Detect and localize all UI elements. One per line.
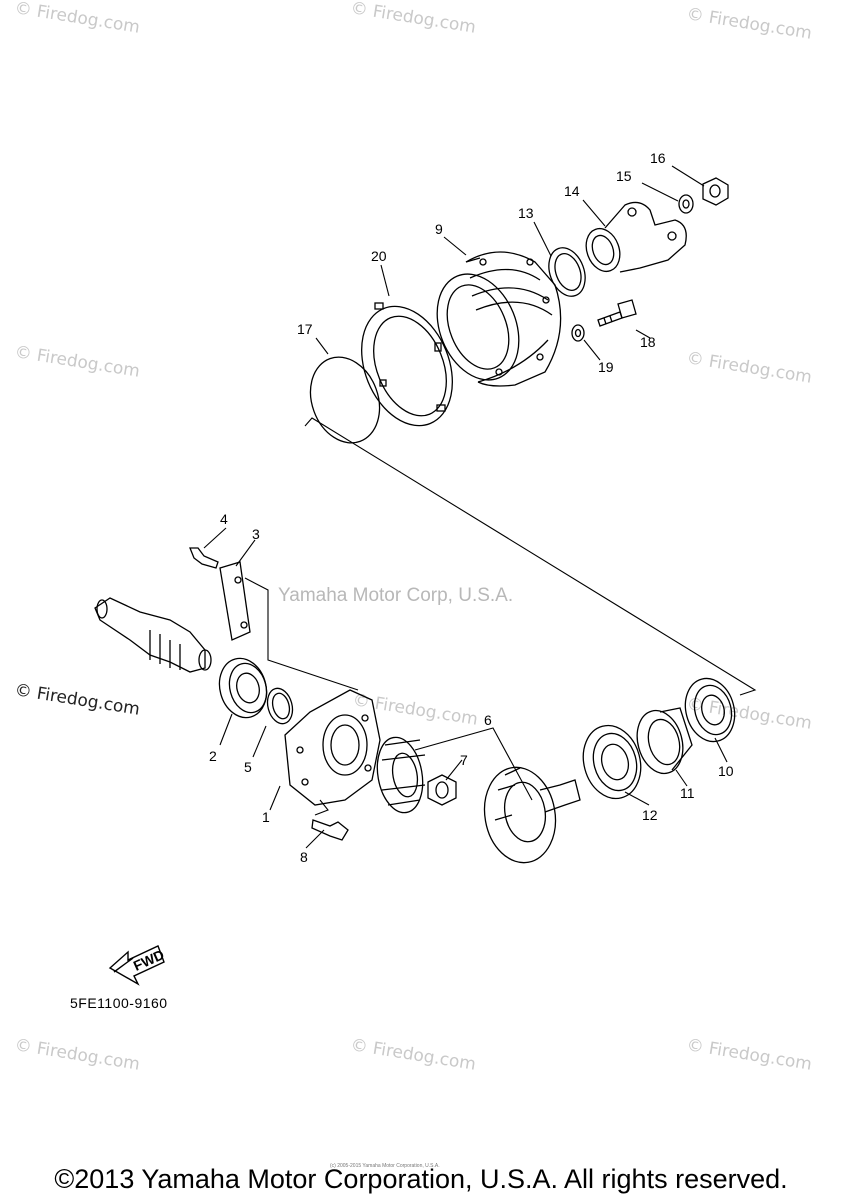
part-10-bearing <box>684 677 736 743</box>
part-18-bolt <box>597 299 637 327</box>
part-9-housing <box>436 251 562 387</box>
shaft <box>94 597 212 673</box>
part-7-nut <box>427 774 457 806</box>
callout-8: 8 <box>300 849 308 865</box>
callout-16: 16 <box>650 150 666 166</box>
callout-19: 19 <box>598 359 614 375</box>
part-14-yoke <box>585 201 687 273</box>
callout-14: 14 <box>564 183 580 199</box>
assembly-lines <box>203 165 757 849</box>
callout-20: 20 <box>371 248 387 264</box>
fwd-arrow-icon <box>108 945 165 986</box>
part-4-bolt <box>189 547 219 569</box>
part-1-housing <box>284 689 381 806</box>
callout-15: 15 <box>616 168 632 184</box>
part-12-bearing <box>582 724 642 800</box>
callout-3: 3 <box>252 526 260 542</box>
part-17-gasket <box>309 356 381 444</box>
brand-watermark: Yamaha Motor Corp, U.S.A. <box>278 585 514 606</box>
part-11-ring <box>636 707 693 775</box>
part-5-ring <box>266 687 294 725</box>
part-19-washer <box>571 324 585 342</box>
part-20-plate <box>361 302 453 427</box>
part-6-gear-small <box>376 736 426 814</box>
callout-9: 9 <box>435 221 443 237</box>
part-15-washer <box>678 194 694 214</box>
part-code: 5FE1100-9160 <box>70 995 168 1011</box>
part-3-plate <box>219 561 251 641</box>
callout-12: 12 <box>642 807 658 823</box>
part-2-bearing <box>218 657 268 719</box>
callout-4: 4 <box>220 511 228 527</box>
callout-17: 17 <box>297 321 313 337</box>
tiny-copyright: (c) 2005-2015 Yamaha Motor Corporation, … <box>330 1163 440 1169</box>
part-16-nut <box>702 177 729 206</box>
part-8-bolt <box>311 819 349 841</box>
callout-18: 18 <box>640 334 656 350</box>
callout-5: 5 <box>244 759 252 775</box>
callout-11: 11 <box>680 785 695 801</box>
copyright-footer: ©2013 Yamaha Motor Corporation, U.S.A. A… <box>54 1164 788 1194</box>
part-6-gear-large <box>483 766 581 864</box>
callout-1: 1 <box>262 809 270 825</box>
callout-6: 6 <box>484 712 492 728</box>
callout-10: 10 <box>718 763 734 779</box>
callout-labels: 1 2 3 4 5 6 7 8 9 10 11 12 13 14 15 16 1… <box>209 150 734 865</box>
callout-7: 7 <box>460 752 468 768</box>
callout-13: 13 <box>518 205 534 221</box>
callout-2: 2 <box>209 748 217 764</box>
part-13-seal <box>548 247 586 297</box>
